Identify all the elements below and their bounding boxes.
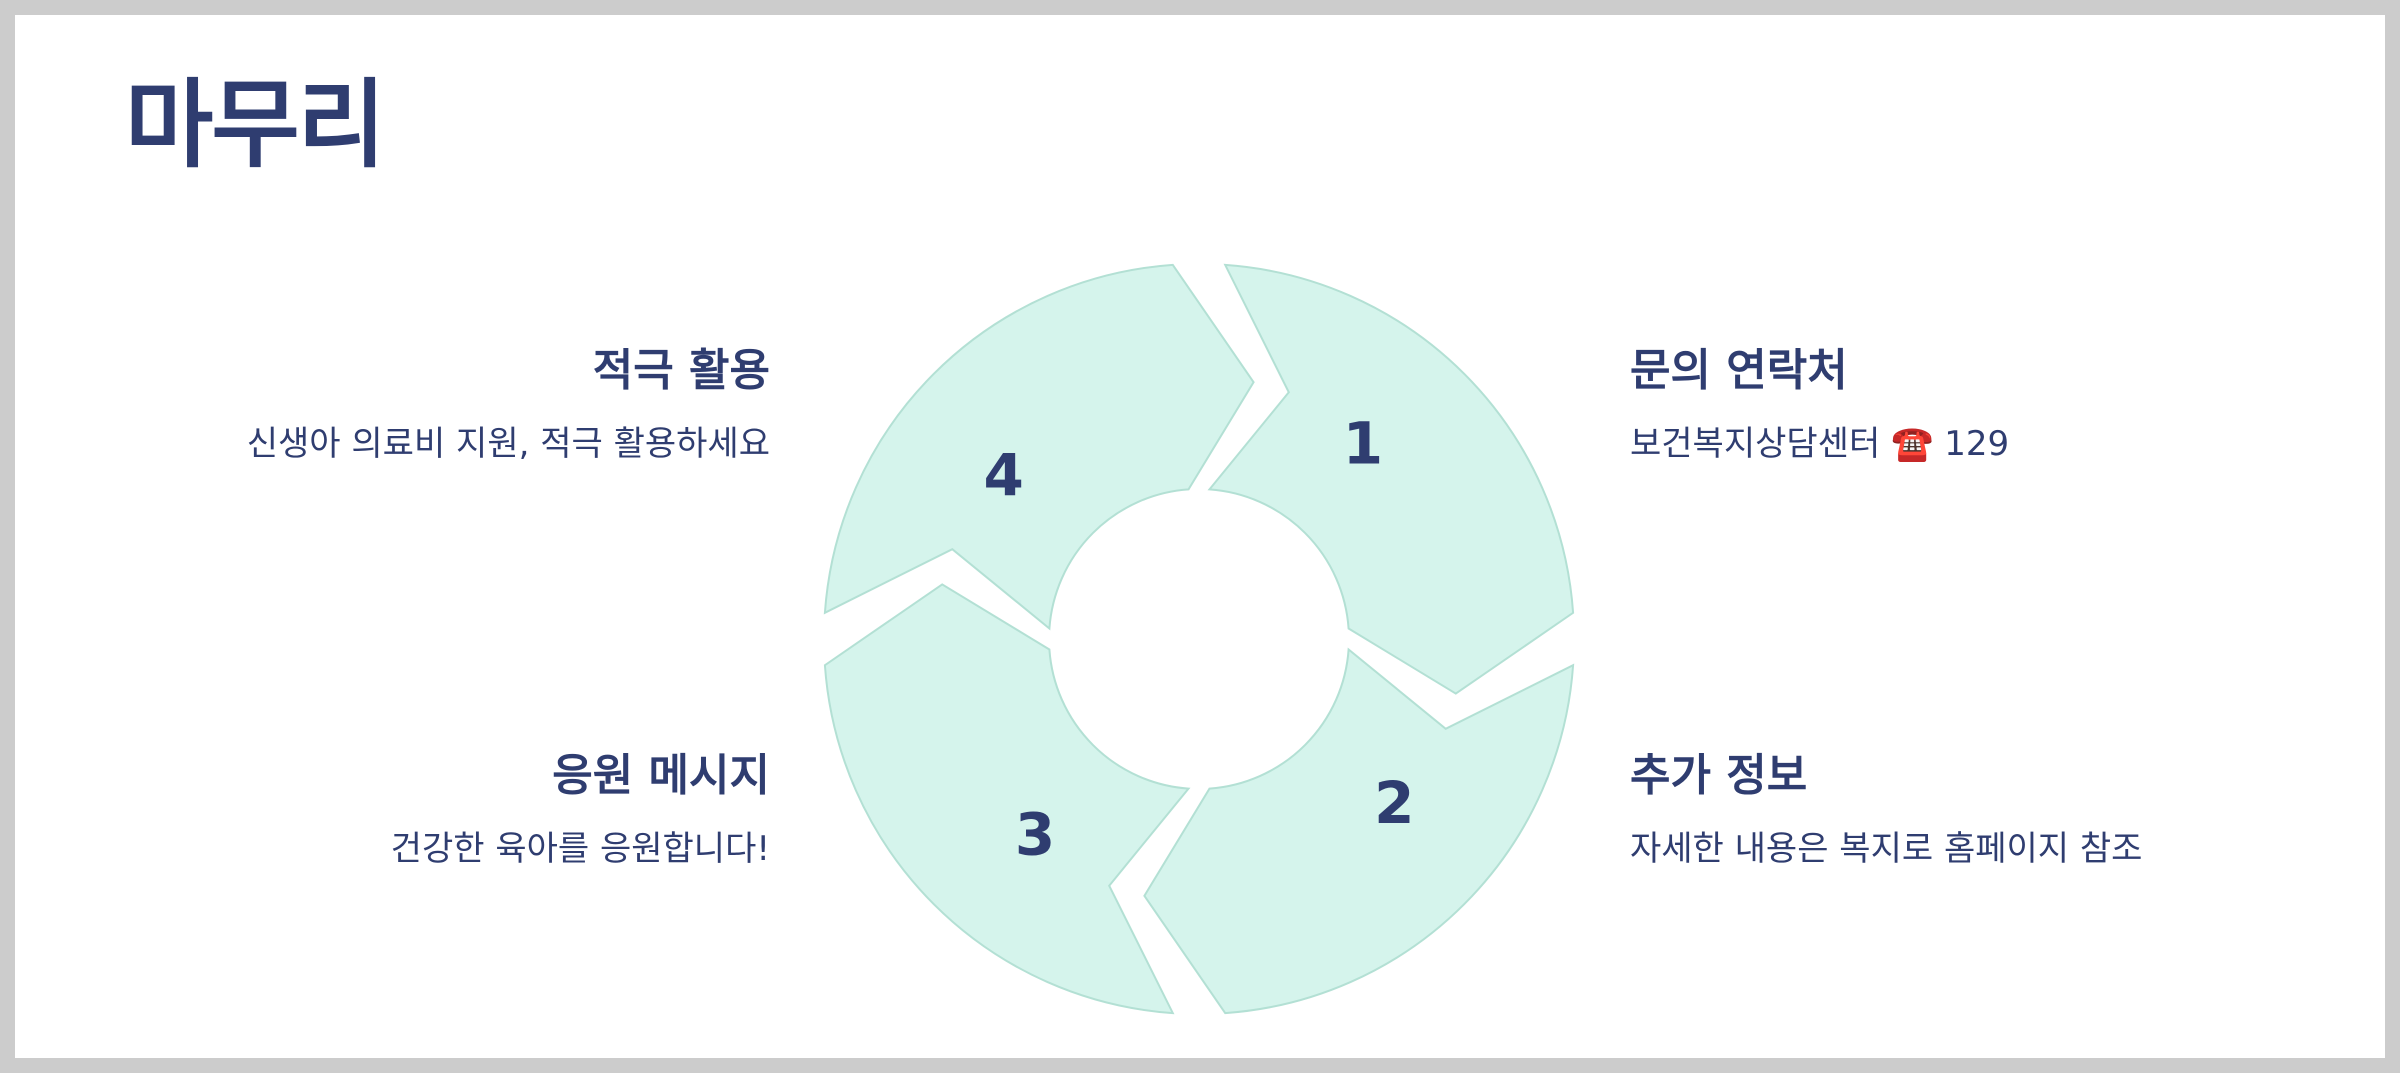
item-desc: 보건복지상담센터 ☎️ 129: [1630, 423, 2010, 464]
cycle-segment-number: 3: [1015, 800, 1055, 868]
cycle-segment-2: [1143, 647, 1575, 1015]
item-cheer: 응원 메시지 건강한 육아를 응원합니다!: [210, 750, 770, 871]
item-desc: 신생아 의료비 지원, 적극 활용하세요: [246, 423, 770, 464]
cycle-segment-1: [1207, 263, 1575, 695]
cycle-segment-number: 1: [1343, 410, 1383, 478]
cycle-segment-3: [823, 583, 1191, 1015]
item-desc: 건강한 육아를 응원합니다!: [390, 828, 770, 869]
slide: 마무리 1 2 3 4 적극 활용 신생아 의료비 지원, 적극 활용하세요 문의 연…: [15, 15, 2385, 1058]
item-title: 응원 메시지: [552, 750, 770, 801]
cycle-segment-4: [823, 263, 1255, 631]
cycle-segment-number: 4: [984, 441, 1024, 509]
cycle-diagram: 1 2 3 4: [823, 263, 1575, 1015]
item-title: 추가 정보: [1630, 750, 1808, 801]
item-title: 문의 연락처: [1630, 345, 1848, 396]
item-contact: 문의 연락처 보건복지상담센터 ☎️ 129: [1630, 345, 2190, 466]
page-title: 마무리: [125, 69, 386, 181]
cycle-segment-number: 2: [1374, 769, 1414, 837]
item-more-info: 추가 정보 자세한 내용은 복지로 홈페이지 참조: [1630, 750, 2190, 871]
item-title: 적극 활용: [592, 345, 770, 396]
item-desc: 자세한 내용은 복지로 홈페이지 참조: [1630, 828, 2143, 869]
item-active-use: 적극 활용 신생아 의료비 지원, 적극 활용하세요: [210, 345, 770, 466]
